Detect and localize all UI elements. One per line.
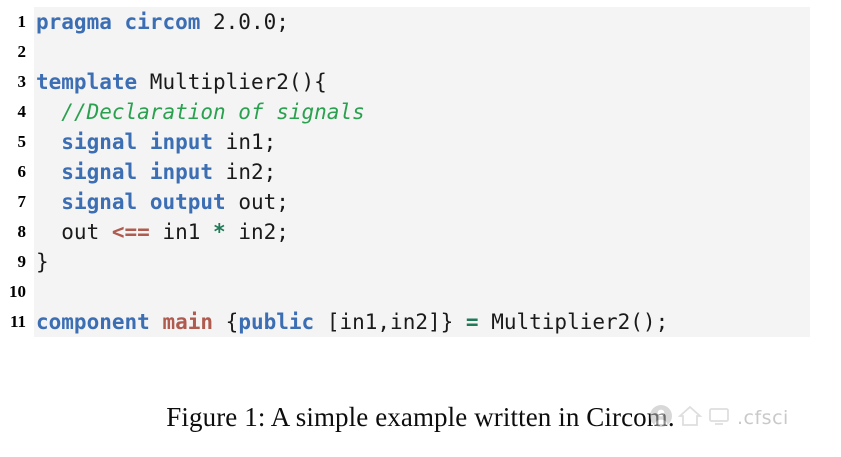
code-token: = (465, 310, 479, 334)
code-token: [in1,in2]} (314, 310, 466, 334)
code-token (137, 190, 150, 214)
code-line: 9} (0, 247, 841, 277)
line-number: 4 (0, 97, 34, 127)
code-token: { (213, 310, 239, 334)
code-token: out (36, 220, 112, 244)
line-number: 2 (0, 37, 34, 67)
code-text[interactable]: signal output out; (34, 187, 810, 217)
code-token: Multiplier2(){ (137, 70, 327, 94)
code-token: input (149, 130, 214, 154)
code-text[interactable]: //Declaration of signals (34, 97, 810, 127)
code-line: 7 signal output out; (0, 187, 841, 217)
code-token: public (238, 310, 315, 334)
code-token: in1 (149, 220, 214, 244)
code-token (36, 190, 61, 214)
code-token: in2; (225, 220, 289, 244)
code-token: 2.0.0; (200, 10, 289, 34)
code-text[interactable]: signal input in1; (34, 127, 810, 157)
code-text[interactable]: component main {public [in1,in2]} = Mult… (34, 307, 810, 337)
code-token: in2; (213, 160, 277, 184)
code-line: 10 (0, 277, 841, 307)
code-text[interactable]: } (34, 247, 810, 277)
line-number: 3 (0, 67, 34, 97)
code-token (137, 160, 150, 184)
code-token: Multiplier2(); (478, 310, 669, 334)
code-token: pragma (36, 10, 112, 34)
line-number: 1 (0, 7, 34, 37)
code-token (112, 10, 125, 34)
code-token: in1; (213, 130, 277, 154)
code-text[interactable]: out <== in1 * in2; (34, 217, 810, 247)
code-text[interactable]: template Multiplier2(){ (34, 67, 810, 97)
code-token: input (149, 160, 214, 184)
code-line: 8 out <== in1 * in2; (0, 217, 841, 247)
code-token (36, 100, 61, 124)
code-token: * (213, 220, 226, 244)
code-token: signal (61, 130, 138, 154)
code-text[interactable]: pragma circom 2.0.0; (34, 7, 810, 37)
line-number: 5 (0, 127, 34, 157)
line-number: 9 (0, 247, 34, 277)
code-line: 4 //Declaration of signals (0, 97, 841, 127)
code-token: template (36, 70, 138, 94)
code-line: 2 (0, 37, 841, 67)
code-token (137, 130, 150, 154)
code-text[interactable] (34, 37, 810, 67)
code-token: out; (225, 190, 289, 214)
line-number: 11 (0, 307, 34, 337)
code-token (36, 130, 61, 154)
line-number: 8 (0, 217, 34, 247)
code-token: signal (61, 160, 138, 184)
line-number: 6 (0, 157, 34, 187)
code-text[interactable] (34, 277, 810, 307)
line-number: 10 (0, 277, 34, 307)
code-token: main (162, 310, 214, 334)
code-token: circom (124, 10, 201, 34)
code-token: component (36, 310, 150, 334)
figure-caption: Figure 1: A simple example written in Ci… (166, 402, 675, 432)
code-line: 6 signal input in2; (0, 157, 841, 187)
line-number: 7 (0, 187, 34, 217)
code-text[interactable]: signal input in2; (34, 157, 810, 187)
code-token (36, 160, 61, 184)
code-token: } (36, 250, 49, 274)
code-token: <== (111, 220, 150, 244)
code-token: output (149, 190, 226, 214)
code-token (150, 310, 163, 334)
code-line: 5 signal input in1; (0, 127, 841, 157)
code-token: //Declaration of signals (61, 100, 365, 124)
code-token: signal (61, 190, 138, 214)
